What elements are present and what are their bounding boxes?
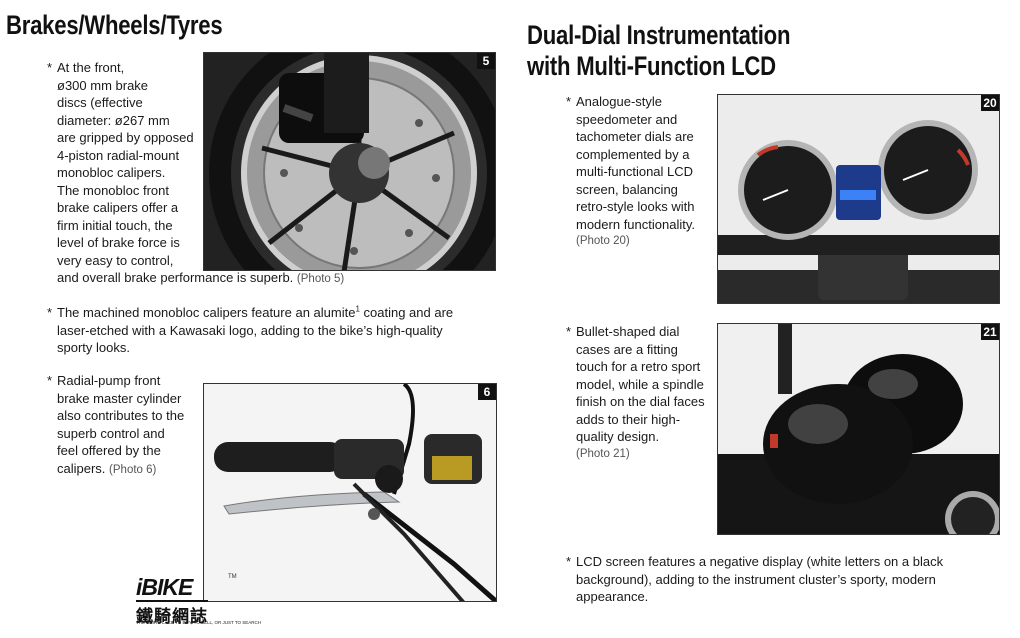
bullet-dial-cases: * Bullet-shaped dial cases are a fitting… <box>566 323 716 463</box>
text-line: tachometer dials are <box>576 129 694 144</box>
text-fragment: coating and are <box>359 305 454 320</box>
text-line: Bullet-shaped dial <box>576 324 680 339</box>
text-line: are gripped by opposed <box>57 130 194 145</box>
text-line: retro-style looks with <box>576 199 695 214</box>
photo-number-tag: 6 <box>478 384 496 400</box>
text-line: level of brake force is <box>57 235 180 250</box>
instrument-cluster-illustration <box>718 95 999 303</box>
photo-reference: (Photo 20) <box>576 235 630 247</box>
photo-number-tag: 20 <box>981 95 999 111</box>
text-line: At the front, <box>57 60 125 75</box>
bullet-dials: * Analogue-style speedometer and tachome… <box>566 93 716 251</box>
logo-tagline: THE BEST PLACE TO BUY, TO SELL, OR JUST … <box>136 620 262 625</box>
bullet-front-brakes: * At the front, ø300 mm brake discs (eff… <box>47 59 517 289</box>
text-line: also contributes to the <box>57 408 185 423</box>
bullet-marker: * <box>47 60 53 75</box>
bullet-lcd-negative: * LCD screen features a negative display… <box>566 553 1016 606</box>
text-line: firm initial touch, the <box>57 217 173 233</box>
text-line: monobloc calipers. <box>57 165 166 180</box>
text-line: finish on the dial faces <box>576 394 705 409</box>
text-line: adds to their high- <box>576 411 681 427</box>
text-line: diameter: ø267 mm <box>57 112 170 128</box>
text-line: multi-functional LCD <box>576 164 694 179</box>
photo-reference: (Photo 5) <box>296 273 345 285</box>
text-line: laser-etched with a Kawasaki logo, addin… <box>57 322 443 338</box>
logo-chinese: 鐵騎網誌 <box>136 600 208 627</box>
text-line: screen, balancing <box>576 181 678 197</box>
photo-5-brake-disc: 5 <box>203 52 496 271</box>
text-line: feel offered by the <box>57 443 161 458</box>
text-line: touch for a retro sport <box>576 359 701 374</box>
bullet-calipers-coating: * The machined monobloc calipers feature… <box>47 304 497 357</box>
footnote-marker: 1 <box>355 304 360 314</box>
text-line: modern functionality. <box>576 216 695 232</box>
text-line: superb control and <box>57 425 165 441</box>
text-line: complemented by a <box>576 146 690 162</box>
heading-line: with Multi-Function LCD <box>527 51 776 81</box>
text-line: very easy to control, <box>57 252 174 268</box>
brake-disc-illustration <box>204 53 495 270</box>
text-line: model, while a spindle <box>576 376 704 392</box>
bullet-marker: * <box>566 554 572 569</box>
text-line: Radial-pump front <box>57 373 161 388</box>
text-line-end: calipers. <box>57 460 106 476</box>
text-line: calipers. (Photo 6) <box>57 460 202 480</box>
photo-6-master-cylinder: 6 <box>203 383 497 602</box>
ibike-logo: iBIKE TM 鐵騎網誌 THE BEST PLACE TO BUY, TO … <box>136 574 261 627</box>
photo-20-instrument-cluster: 20 <box>717 94 1000 304</box>
dial-cases-illustration <box>718 324 999 534</box>
text-line: sporty looks. <box>57 340 130 355</box>
bullet-marker: * <box>47 305 53 320</box>
bullet-marker: * <box>566 94 572 109</box>
text-line: discs (effective <box>57 95 143 110</box>
photo-reference: (Photo 6) <box>109 463 157 476</box>
text-line: The monobloc front <box>57 182 170 198</box>
text-line: appearance. <box>576 589 649 604</box>
photo-number-tag: 5 <box>477 53 495 69</box>
master-cylinder-illustration <box>204 384 496 601</box>
text-line: brake master cylinder <box>57 390 182 406</box>
text-fragment: The machined monobloc calipers feature a… <box>57 305 356 320</box>
photo-21-dial-cases: 21 <box>717 323 1000 535</box>
logo-wordmark: iBIKE <box>136 574 193 600</box>
heading-line: Dual-Dial Instrumentation <box>527 20 791 50</box>
text-line: brake calipers offer a <box>57 200 179 215</box>
text-line: background), adding to the instrument cl… <box>576 571 936 587</box>
text-line: speedometer and <box>576 111 678 127</box>
photo-number-tag: 21 <box>981 324 999 340</box>
logo-trademark: TM <box>228 574 237 580</box>
text-line: The machined monobloc calipers feature a… <box>57 304 497 322</box>
photo-reference: (Photo 21) <box>576 447 630 460</box>
text-line: and overall brake performance is superb.… <box>57 269 517 289</box>
section-heading-brakes: Brakes/Wheels/Tyres <box>6 10 223 40</box>
text-line: quality design. <box>576 429 660 444</box>
text-line-end: and overall brake performance is superb. <box>57 270 294 285</box>
text-line: LCD screen features a negative display (… <box>576 554 944 569</box>
bullet-marker: * <box>566 324 572 339</box>
text-line: cases are a fitting <box>576 341 678 357</box>
text-line: ø300 mm brake <box>57 77 149 93</box>
text-line: Analogue-style <box>576 94 662 109</box>
bullet-master-cylinder: * Radial-pump front brake master cylinde… <box>47 372 202 480</box>
section-heading-instrumentation: Dual-Dial Instrumentation with Multi-Fun… <box>527 20 790 82</box>
bullet-marker: * <box>47 373 53 388</box>
text-line: 4-piston radial-mount <box>57 147 180 163</box>
